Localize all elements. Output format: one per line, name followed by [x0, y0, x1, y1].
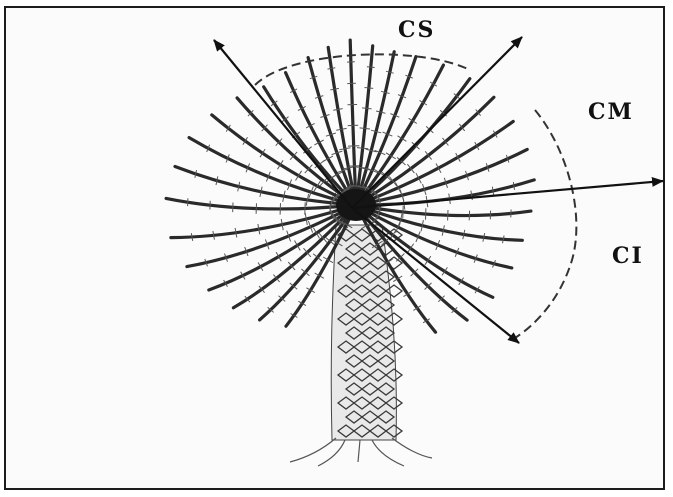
- zone-boundary-arc: [255, 54, 576, 338]
- frond: [264, 87, 356, 205]
- leaflet: [513, 182, 514, 190]
- leaflet: [328, 68, 336, 69]
- leaflet: [492, 187, 493, 196]
- label-crown-middle: CM: [588, 99, 634, 125]
- leaflet: [365, 88, 374, 89]
- roots: [290, 438, 432, 466]
- leaflet: [357, 148, 368, 149]
- trunk: [290, 225, 432, 466]
- leaflet: [367, 67, 375, 68]
- leaflet: [362, 108, 372, 109]
- label-crown-inferior: CI: [612, 243, 644, 269]
- leaflet: [191, 233, 192, 241]
- leaflet: [360, 128, 370, 129]
- label-crown-superior: CS: [398, 17, 435, 43]
